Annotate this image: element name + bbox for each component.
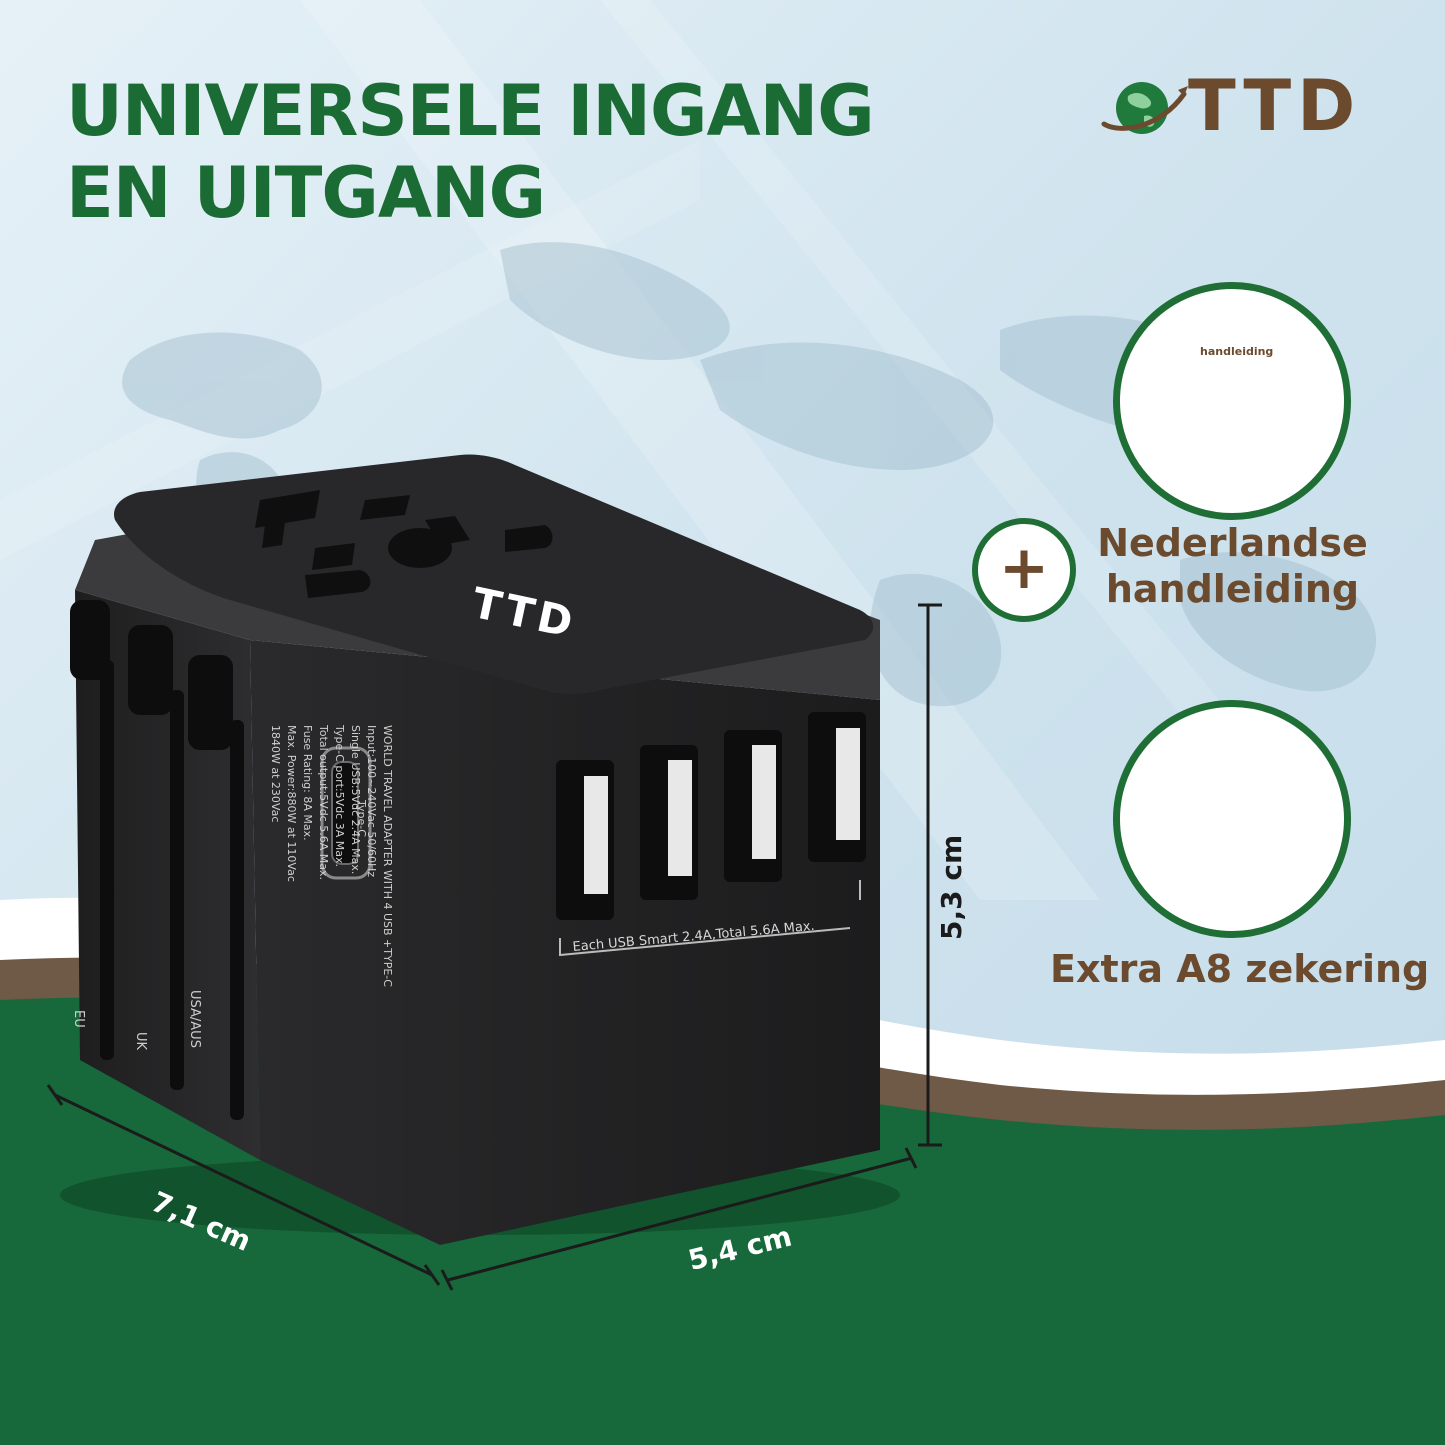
plug-label-uk: UK — [133, 1032, 148, 1051]
spec-line: WORLD TRAVEL ADAPTER WITH 4 USB +TYPE-C — [381, 725, 394, 987]
dimension-height: 5,3 cm — [935, 834, 968, 940]
spec-line: Single USB:5Vdc 2.4A Max. — [349, 725, 362, 875]
plus-icon: + — [998, 533, 1050, 603]
globe-plane-icon — [1101, 82, 1188, 134]
brand-logo: TTD — [1100, 66, 1380, 146]
manual-caption: Nederlandse handleiding — [1095, 520, 1370, 612]
fuse-caption: Extra A8 zekering — [1050, 947, 1430, 991]
manual-booklet-title: handleiding — [1200, 345, 1274, 358]
spec-text: WORLD TRAVEL ADAPTER WITH 4 USB +TYPE-C … — [267, 725, 395, 987]
headline-line-2: EN UITGANG — [66, 152, 546, 234]
plug-label-usa-aus: USA/AUS — [187, 990, 202, 1048]
spec-line: Type-C port:5Vdc 3A Max. — [333, 725, 346, 867]
headline-line-1: UNIVERSELE INGANG — [66, 70, 875, 152]
dimension-lines — [46, 603, 942, 1291]
spec-line: Fuse Rating: 8A Max. — [301, 725, 314, 841]
fuse-circle — [1113, 700, 1351, 938]
brand-name: TTD — [1188, 65, 1362, 147]
spec-line: Max. Power:880W at 110Vac — [285, 725, 298, 882]
manual-circle — [1113, 282, 1351, 520]
plug-label-eu: EU — [71, 1010, 86, 1028]
adapter-product — [60, 454, 900, 1245]
spec-line: Input:100~240Vac 50/60Hz — [365, 725, 378, 878]
headline: UNIVERSELE INGANG EN UITGANG — [66, 70, 875, 234]
manual-caption-line-1: Nederlandse — [1097, 521, 1368, 565]
spec-line: Total output:5Vdc 5.6A Max. — [317, 725, 330, 880]
plus-circle: + — [972, 518, 1076, 622]
spec-line: 1840W at 230Vac — [269, 725, 282, 823]
manual-caption-line-2: handleiding — [1105, 567, 1360, 611]
